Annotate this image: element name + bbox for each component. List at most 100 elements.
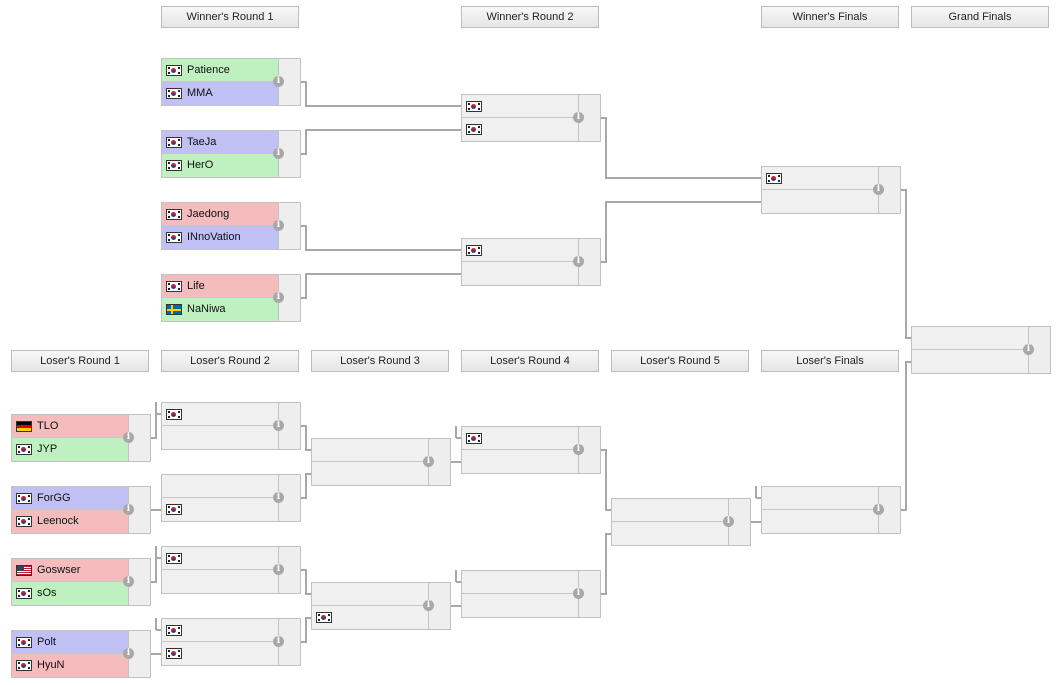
player-slot-top[interactable] <box>162 403 279 426</box>
korea-flag-icon <box>16 588 32 599</box>
player-slot-top[interactable] <box>462 571 579 594</box>
match-info-button[interactable]: i <box>123 559 150 605</box>
player-slot-top[interactable]: Jaedong <box>162 203 279 226</box>
match-info-button[interactable]: i <box>273 131 300 177</box>
player-slot-bottom[interactable] <box>462 262 579 285</box>
match-info-button[interactable]: i <box>573 95 600 141</box>
connector-line <box>279 273 462 299</box>
info-icon[interactable]: i <box>273 420 284 431</box>
player-slot-top[interactable] <box>162 547 279 570</box>
player-slot-bottom[interactable] <box>312 606 429 629</box>
player-slot-top[interactable] <box>612 499 729 522</box>
player-slot-top[interactable] <box>762 167 879 190</box>
match-info-button[interactable]: i <box>873 487 900 533</box>
match-losers-finals: i <box>761 486 901 534</box>
match-info-button[interactable]: i <box>273 203 300 249</box>
info-icon[interactable]: i <box>123 504 134 515</box>
player-slot-bottom[interactable]: MMA <box>162 82 279 105</box>
info-icon[interactable]: i <box>423 600 434 611</box>
player-slot-bottom[interactable]: HerO <box>162 154 279 177</box>
player-slot-top[interactable]: Goswser <box>12 559 129 582</box>
info-icon[interactable]: i <box>873 184 884 195</box>
player-slot-bottom[interactable] <box>462 594 579 617</box>
player-slot-top[interactable] <box>462 95 579 118</box>
match-info-button[interactable]: i <box>123 631 150 677</box>
player-slot-top[interactable]: Patience <box>162 59 279 82</box>
player-slot-top[interactable] <box>312 583 429 606</box>
header-losers-round-2: Loser's Round 2 <box>161 350 299 372</box>
player-slot-bottom[interactable] <box>912 350 1029 373</box>
match-info-button[interactable]: i <box>573 239 600 285</box>
player-slot-top[interactable]: ForGG <box>12 487 129 510</box>
match-info-button[interactable]: i <box>723 499 750 545</box>
player-slot-bottom[interactable]: Leenock <box>12 510 129 533</box>
player-slot-bottom[interactable] <box>762 190 879 213</box>
info-icon[interactable]: i <box>273 492 284 503</box>
player-slot-top[interactable] <box>912 327 1029 350</box>
info-icon[interactable]: i <box>273 564 284 575</box>
player-slot-top[interactable] <box>762 487 879 510</box>
match-info-button[interactable]: i <box>273 619 300 665</box>
info-icon[interactable]: i <box>723 516 734 527</box>
info-icon[interactable]: i <box>123 648 134 659</box>
info-icon[interactable]: i <box>573 588 584 599</box>
player-slot-top[interactable] <box>162 619 279 642</box>
player-slot-top[interactable] <box>462 427 579 450</box>
player-slot-bottom[interactable]: INnoVation <box>162 226 279 249</box>
match-info-button[interactable]: i <box>423 583 450 629</box>
match-info-button[interactable]: i <box>573 571 600 617</box>
player-slot-top[interactable] <box>312 439 429 462</box>
match-info-button[interactable]: i <box>273 59 300 105</box>
player-slot-bottom[interactable] <box>162 570 279 593</box>
match-info-button[interactable]: i <box>273 475 300 521</box>
match-info-button[interactable]: i <box>273 275 300 321</box>
player-slot-bottom[interactable] <box>762 510 879 533</box>
player-slot-bottom[interactable]: JYP <box>12 438 129 461</box>
match-info-button[interactable]: i <box>123 487 150 533</box>
player-slot-top[interactable]: Life <box>162 275 279 298</box>
player-slot-bottom[interactable] <box>462 450 579 473</box>
match-info-button[interactable]: i <box>273 547 300 593</box>
connector-line <box>579 117 762 179</box>
match-info-button[interactable]: i <box>423 439 450 485</box>
info-icon[interactable]: i <box>873 504 884 515</box>
info-icon[interactable]: i <box>1023 344 1034 355</box>
player-slot-top[interactable]: Polt <box>12 631 129 654</box>
player-slot-top[interactable] <box>462 239 579 262</box>
player-slot-bottom[interactable]: HyuN <box>12 654 129 677</box>
info-icon[interactable]: i <box>573 256 584 267</box>
info-icon[interactable]: i <box>273 636 284 647</box>
player-slot-bottom[interactable] <box>312 462 429 485</box>
player-slot-top[interactable]: TaeJa <box>162 131 279 154</box>
info-icon[interactable]: i <box>423 456 434 467</box>
player-slot-bottom[interactable] <box>462 118 579 141</box>
player-slot-top[interactable]: TLO <box>12 415 129 438</box>
korea-flag-icon <box>166 88 182 99</box>
info-icon[interactable]: i <box>573 444 584 455</box>
info-icon[interactable]: i <box>273 220 284 231</box>
player-name: Polt <box>37 636 56 648</box>
info-icon[interactable]: i <box>273 292 284 303</box>
player-slot-bottom[interactable] <box>162 498 279 521</box>
match-info-button[interactable]: i <box>573 427 600 473</box>
info-icon[interactable]: i <box>573 112 584 123</box>
info-icon[interactable]: i <box>273 76 284 87</box>
info-icon[interactable]: i <box>123 432 134 443</box>
connector-line <box>279 225 462 251</box>
player-slot-bottom[interactable] <box>162 426 279 449</box>
match-info-button[interactable]: i <box>273 403 300 449</box>
player-slot-bottom[interactable] <box>162 642 279 665</box>
player-slot-bottom[interactable]: sOs <box>12 582 129 605</box>
info-icon[interactable]: i <box>123 576 134 587</box>
player-name: JYP <box>37 443 58 455</box>
player-slot-bottom[interactable] <box>612 522 729 545</box>
player-slot-top[interactable] <box>162 475 279 498</box>
match-info-button[interactable]: i <box>123 415 150 461</box>
match-info-button[interactable]: i <box>873 167 900 213</box>
info-icon[interactable]: i <box>273 148 284 159</box>
match-info-button[interactable]: i <box>1023 327 1050 373</box>
player-slot-bottom[interactable]: NaNiwa <box>162 298 279 321</box>
header-losers-round-1: Loser's Round 1 <box>11 350 149 372</box>
